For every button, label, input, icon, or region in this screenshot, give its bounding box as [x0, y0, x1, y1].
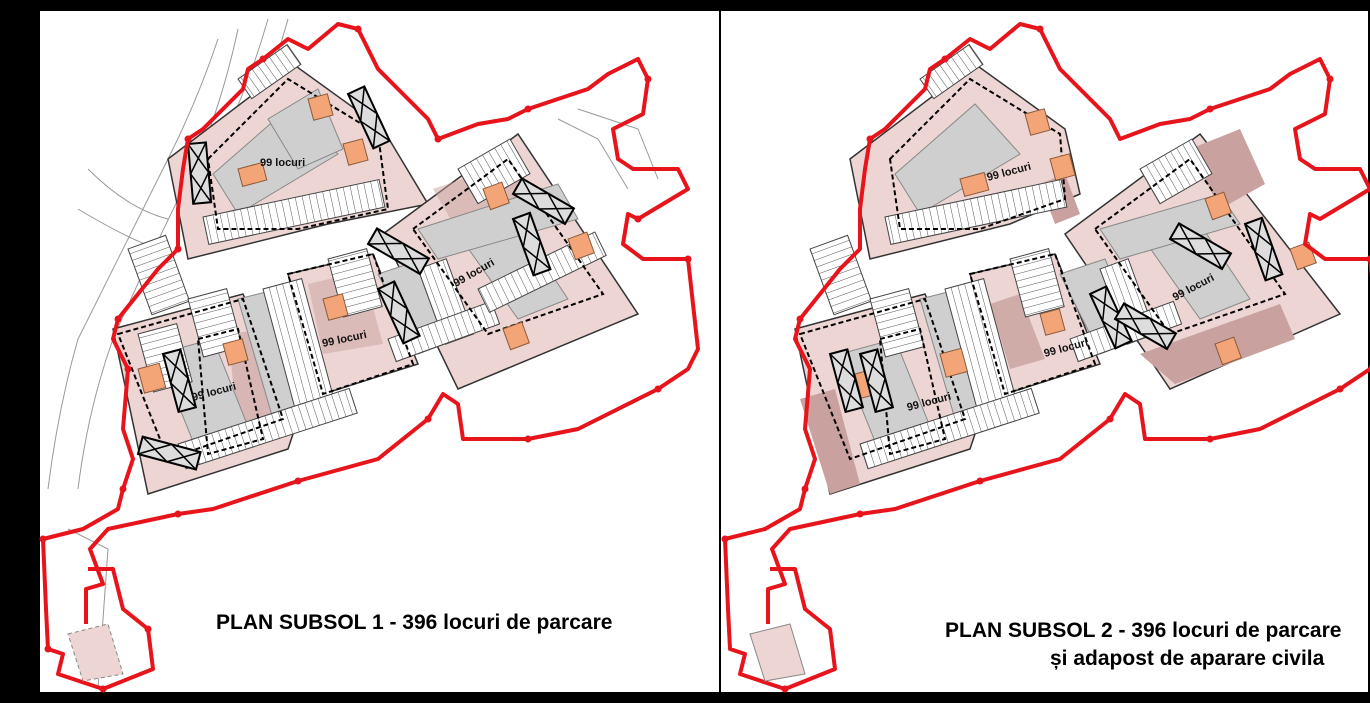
core-7: [482, 181, 510, 211]
core-9: [502, 321, 530, 351]
core-2: [342, 138, 369, 166]
core-8: [567, 231, 595, 261]
sub-zone-outlines: [798, 77, 1287, 461]
entrance-area: [749, 623, 806, 682]
plan-caption-2-line-1: PLAN SUBSOL 2 - 396 locuri de parcare: [945, 619, 1341, 642]
sheet-border: [38, 9, 1370, 694]
panels-frame: 99 locuri 99 locuri 99 locuri 99 locuri: [38, 9, 1370, 694]
plan-subsol-1: 99 locuri 99 locuri 99 locuri 99 locuri: [39, 18, 700, 693]
sub-zone-outlines: [116, 77, 605, 461]
core-4: [222, 338, 249, 366]
plan-caption-2-line-2: și adapost de aparare civila: [1050, 647, 1325, 670]
core-1: [307, 93, 334, 121]
plan-subsol-2: 99 locuri 99 locuri 99 locuri 99 locuri …: [721, 22, 1370, 693]
zone-label-nw: 99 locuri: [260, 157, 305, 169]
core-5: [137, 362, 167, 394]
site-plan-drawing: 99 locuri 99 locuri 99 locuri 99 locuri: [38, 9, 1370, 694]
vertical-cores: [137, 93, 595, 394]
vertical-cores: [854, 108, 1317, 399]
parking-stalls: [809, 43, 1213, 470]
core-3: [237, 161, 268, 187]
core-6: [322, 293, 349, 321]
site-boundary: [41, 22, 700, 691]
entrance-area: [67, 623, 124, 682]
plan-caption-1: PLAN SUBSOL 1 - 396 locuri de parcare: [216, 611, 612, 634]
site-boundary: [723, 22, 1370, 691]
boundary-markers: [721, 25, 1370, 693]
boundary-markers: [39, 25, 692, 693]
